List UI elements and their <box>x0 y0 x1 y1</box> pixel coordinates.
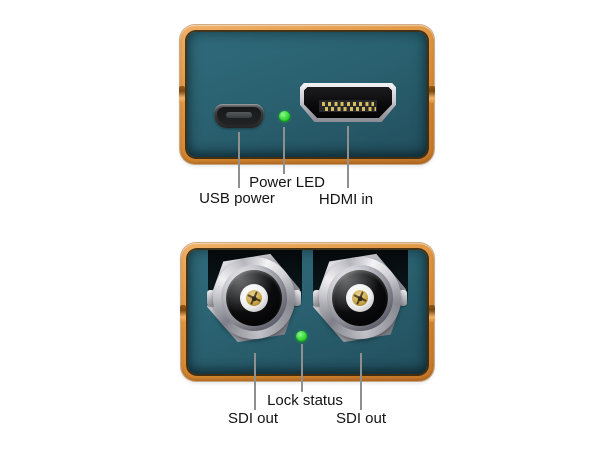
callout-line-lock-status <box>301 344 303 392</box>
frame-notch <box>179 86 185 103</box>
bnc-connector-sdi-out-left <box>206 250 302 346</box>
label-hdmi-in: HDMI in <box>318 191 374 208</box>
micro-usb-opening <box>217 107 261 125</box>
lock-status-led-indicator <box>296 331 307 342</box>
label-sdi-out-left: SDI out <box>227 410 279 427</box>
frame-notch <box>429 86 435 103</box>
hdmi-pins-top <box>322 102 374 106</box>
frame-notch <box>180 305 186 322</box>
label-sdi-out-right: SDI out <box>335 410 387 427</box>
micro-usb-slot <box>226 112 252 118</box>
bnc-bayonet-lug <box>293 290 301 306</box>
power-led-indicator <box>279 111 290 122</box>
front-panel-face <box>187 32 427 157</box>
label-usb-power: USB power <box>199 190 275 207</box>
callout-line-sdi-right <box>360 353 362 410</box>
bnc-bayonet-lug <box>207 290 215 306</box>
callout-line-power-led <box>283 127 285 174</box>
bnc-connector-sdi-out-right <box>312 250 408 346</box>
hdmi-port <box>300 83 396 122</box>
bnc-bayonet-lug <box>399 290 407 306</box>
callout-line-hdmi <box>347 126 349 188</box>
callout-line-usb <box>238 132 240 188</box>
rear-panel-view <box>180 243 435 381</box>
label-lock-status: Lock status <box>267 392 343 409</box>
front-panel-view <box>179 25 435 164</box>
label-power-led: Power LED <box>249 174 325 191</box>
hdmi-pins-bottom <box>325 107 376 111</box>
hdmi-pin-strip <box>319 100 377 112</box>
hdmi-opening <box>304 87 392 118</box>
bnc-bayonet-lug <box>313 290 321 306</box>
frame-notch <box>429 305 435 322</box>
micro-usb-port <box>214 104 264 128</box>
rear-panel-face <box>188 250 427 374</box>
callout-line-sdi-left <box>254 353 256 410</box>
